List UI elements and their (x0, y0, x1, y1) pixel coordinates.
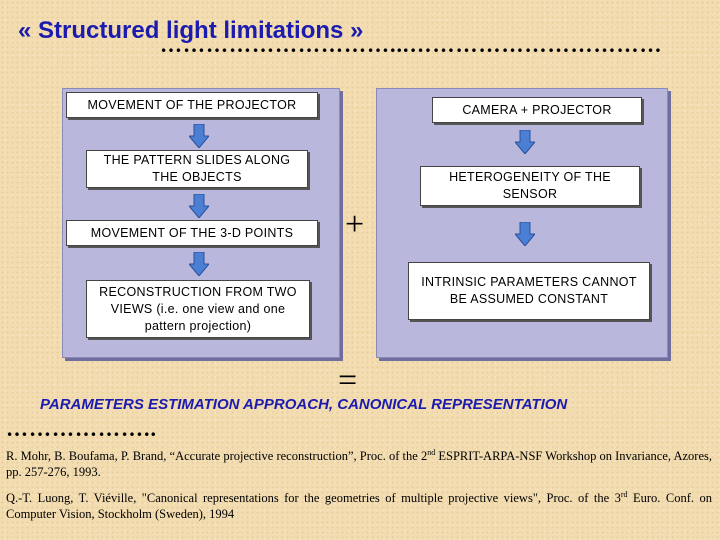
dotted-line-bottom: ……………….. (6, 418, 157, 440)
reference-1: R. Mohr, B. Boufama, P. Brand, “Accurate… (6, 447, 712, 479)
reference-2: Q.-T. Luong, T. Viéville, "Canonical rep… (6, 489, 712, 521)
plus-sign: + (345, 206, 365, 243)
down-arrow-icon (189, 124, 209, 148)
slide-title: « Structured light limitations » (18, 17, 364, 44)
equals-sign: = (338, 362, 358, 399)
box-camera-projector: CAMERA + PROJECTOR (432, 97, 642, 123)
down-arrow-icon (515, 130, 535, 154)
dotted-line-top: …………………………...…………………………… (160, 34, 663, 56)
down-arrow-icon (515, 222, 535, 246)
box-pattern-slides: THE PATTERN SLIDES ALONG THE OBJECTS (86, 150, 308, 188)
box-movement-3d-points: MOVEMENT OF THE 3-D POINTS (66, 220, 318, 246)
box-intrinsic-parameters: INTRINSIC PARAMETERS CANNOT BE ASSUMED C… (408, 262, 650, 320)
box-movement-projector: MOVEMENT OF THE PROJECTOR (66, 92, 318, 118)
box-heterogeneity: HETEROGENEITY OF THE SENSOR (420, 166, 640, 206)
box-reconstruction: RECONSTRUCTION FROM TWO VIEWS (i.e. one … (86, 280, 310, 338)
result-text: PARAMETERS ESTIMATION APPROACH, CANONICA… (40, 396, 568, 413)
down-arrow-icon (189, 252, 209, 276)
down-arrow-icon (189, 194, 209, 218)
